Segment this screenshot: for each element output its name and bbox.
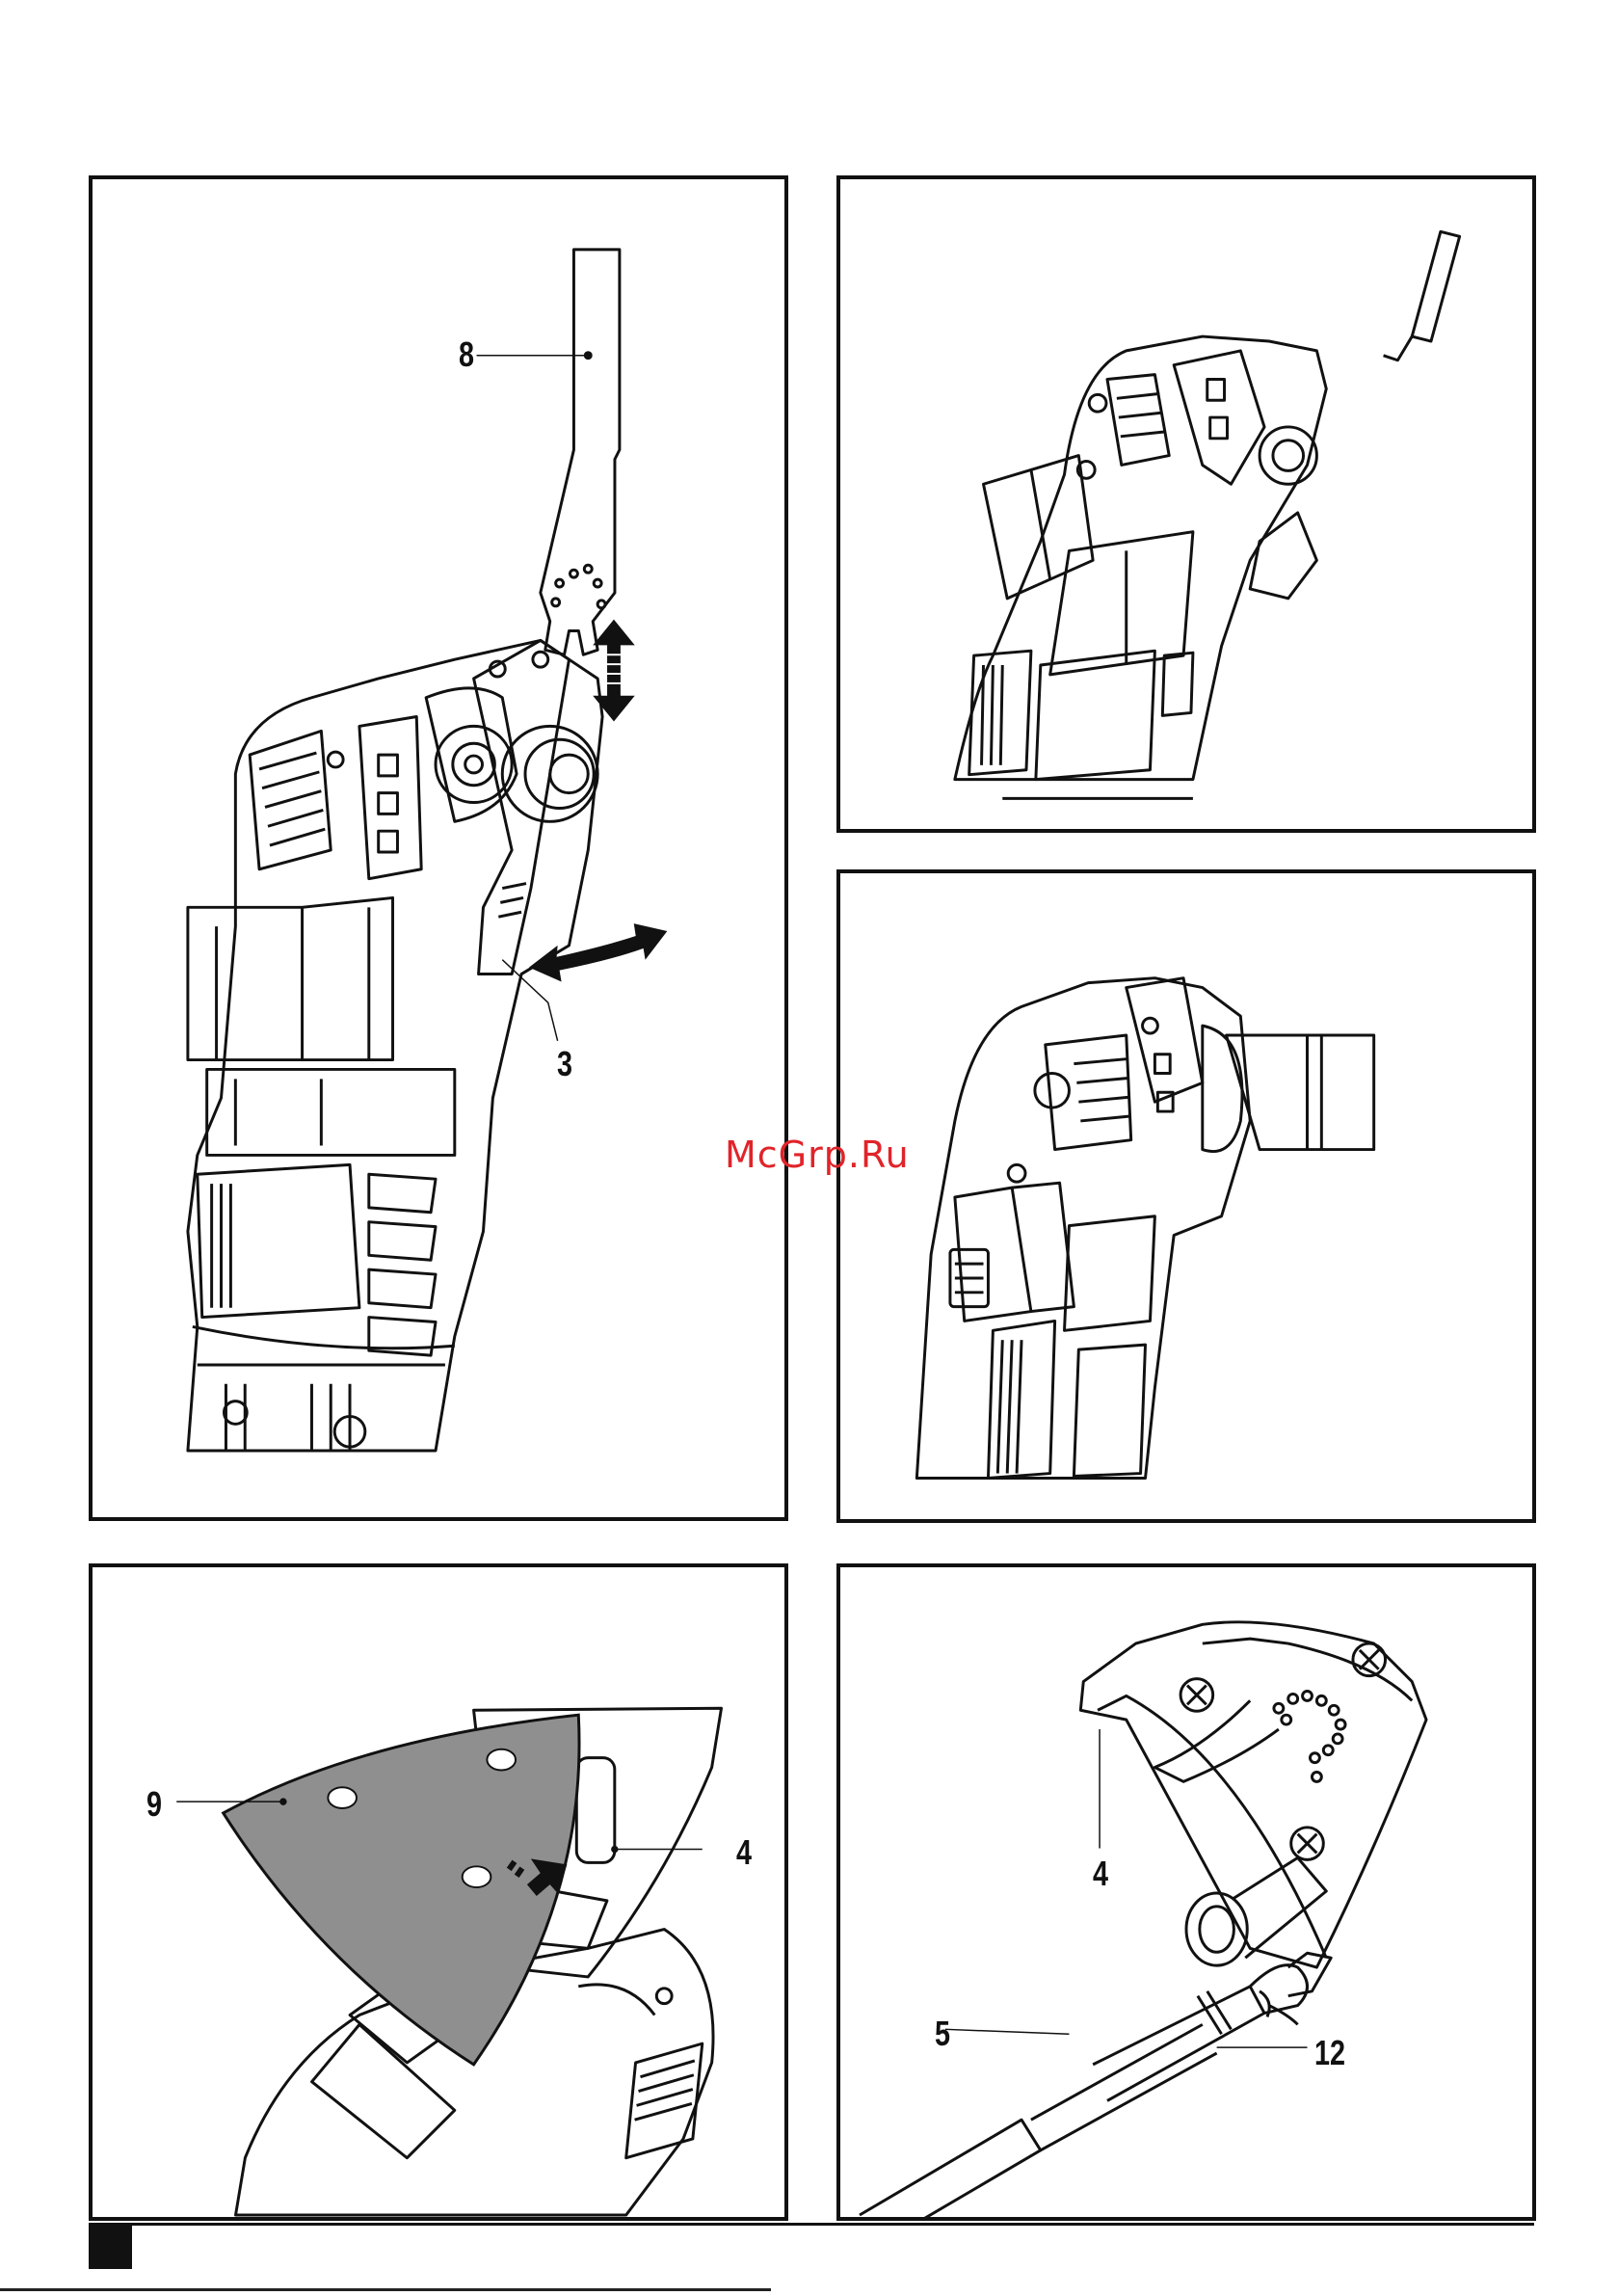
callout-4-dust: 4 [1093,1856,1108,1891]
sanding-sheet-illustration [93,1567,784,2217]
curved-double-arrow-icon [529,923,667,981]
page-marker-square [89,2223,132,2269]
callout-5: 5 [935,2016,950,2051]
callout-12: 12 [1314,2036,1345,2070]
figure-c-blade-fitted: McGrp.Ru [836,869,1536,1523]
blade-accessory-shape [541,250,620,654]
multitool-blade-illustration [93,179,784,1517]
callout-4: 4 [736,1835,752,1870]
sanding-sheet-shape [224,1715,579,2065]
figure-d-sanding-sheet: 9 4 [89,1563,788,2221]
multitool-locked-illustration [840,179,1532,829]
figure-e-dust-extraction: 4 5 12 [836,1563,1536,2221]
figure-b-blade-locked [836,175,1536,833]
figure-a-blade-fitting: 8 3 [89,175,788,1521]
multitool-fitted-illustration [840,873,1532,1519]
watermark-text: McGrp.Ru [725,1134,910,1176]
callout-9: 9 [146,1787,162,1822]
footer-rule [0,2288,771,2291]
page-bottom-rule [89,2223,1534,2226]
callout-3: 3 [557,1047,572,1081]
dust-extraction-illustration [840,1567,1532,2217]
double-arrow-vertical-icon [593,620,635,722]
multitool-body-shape [188,640,602,1451]
callout-8: 8 [459,337,474,372]
